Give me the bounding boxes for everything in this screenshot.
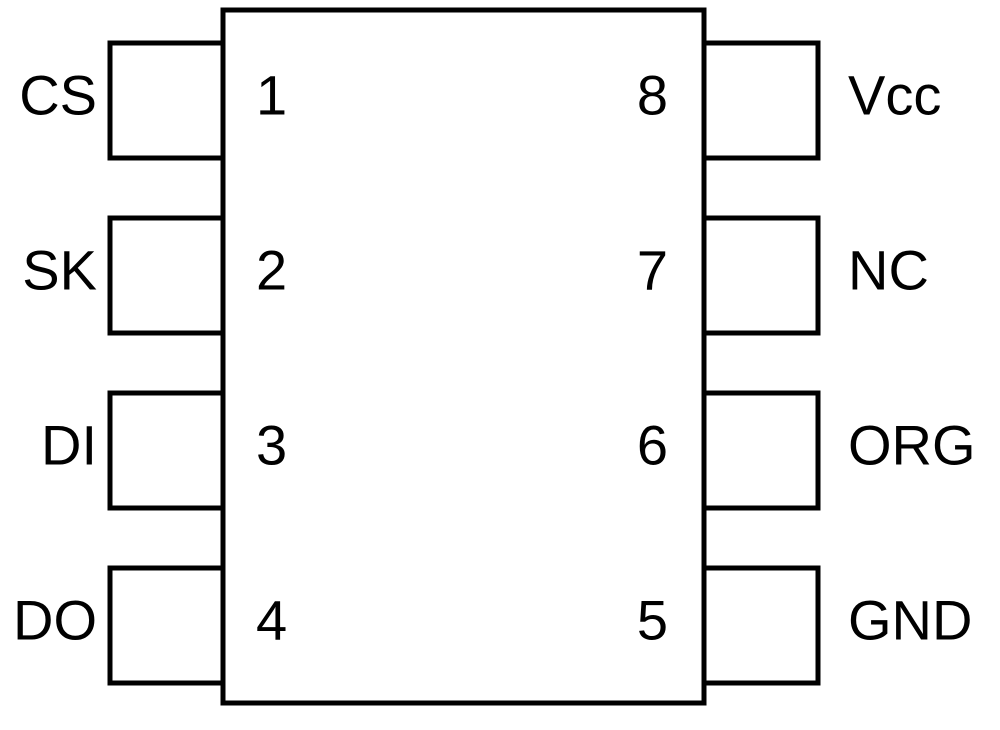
pin-label-org: ORG	[848, 414, 976, 477]
pin-rect-3	[107, 390, 226, 511]
pin-label-cs: CS	[19, 64, 97, 127]
right-pin-group	[701, 40, 821, 686]
pin-label-do: DO	[13, 589, 97, 652]
pin-label-nc: NC	[848, 239, 929, 302]
chip-body	[220, 7, 707, 706]
pin-number-4: 4	[256, 589, 287, 652]
pin-rect-6	[701, 390, 821, 511]
pin-number-2: 2	[256, 239, 287, 302]
pin-rect-7	[701, 215, 821, 336]
pin-label-gnd: GND	[848, 589, 972, 652]
pin-number-3: 3	[256, 414, 287, 477]
pin-label-sk: SK	[22, 239, 97, 302]
pin-rect-5	[701, 565, 821, 686]
pin-number-7: 7	[637, 239, 668, 302]
left-pin-group	[107, 40, 226, 686]
pin-label-vcc: Vcc	[848, 64, 941, 127]
pin-number-8: 8	[637, 64, 668, 127]
pin-rect-2	[107, 215, 226, 336]
pin-rect-4	[107, 565, 226, 686]
pin-number-5: 5	[637, 589, 668, 652]
pin-number-6: 6	[637, 414, 668, 477]
pin-rect-8	[701, 40, 821, 161]
pin-number-1: 1	[256, 64, 287, 127]
pin-label-di: DI	[41, 414, 97, 477]
pin-rect-1	[107, 40, 226, 161]
